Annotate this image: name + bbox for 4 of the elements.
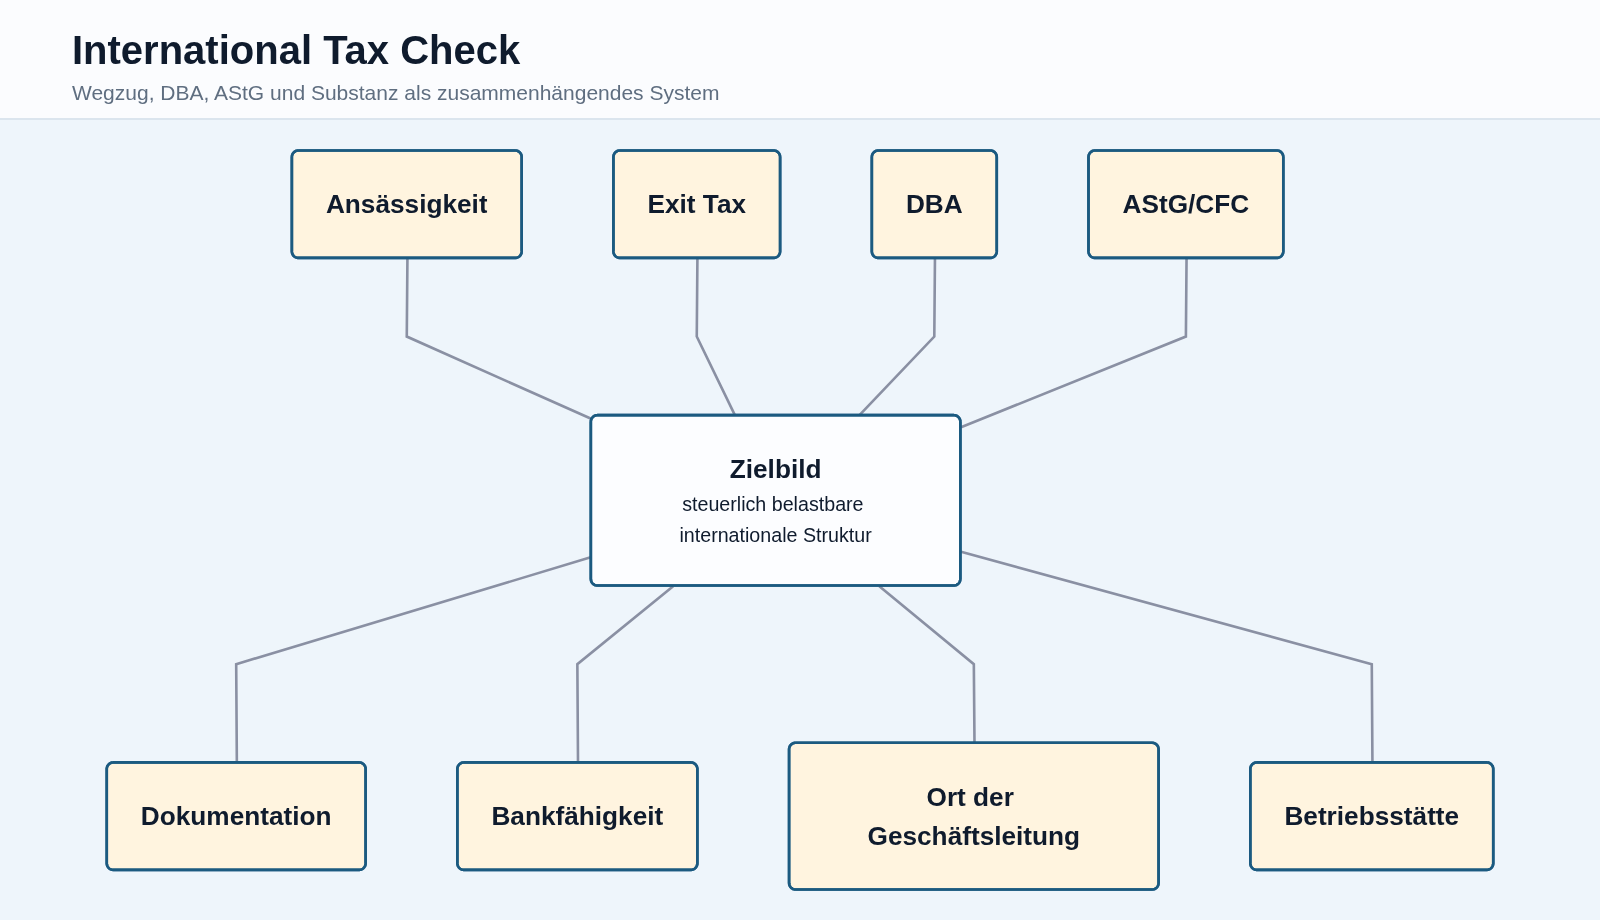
subtitle: Wegzug, DBA, AStG und Substanz als zusammenhängendes System xyxy=(72,80,720,106)
connector xyxy=(405,258,593,421)
diagram-title: International Tax Check xyxy=(72,27,521,74)
connector xyxy=(960,258,1188,429)
